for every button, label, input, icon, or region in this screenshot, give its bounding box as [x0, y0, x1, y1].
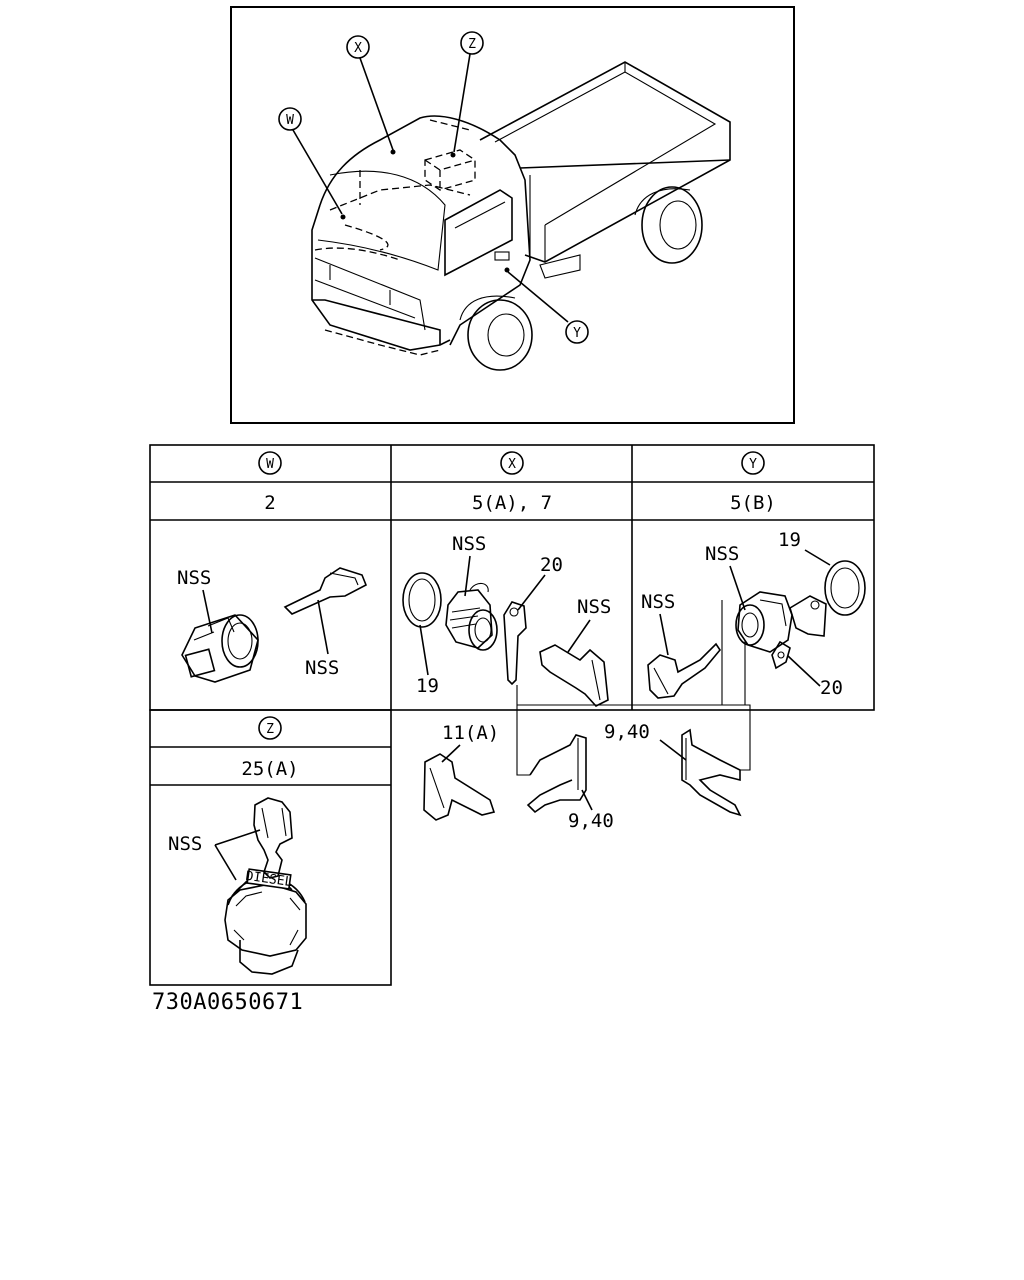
label-nss-x2: NSS: [577, 596, 611, 618]
key-11a: [423, 753, 496, 821]
label-nss-y1: NSS: [641, 591, 675, 613]
label-nss-w2: NSS: [305, 657, 339, 679]
fuel-cap-key: [253, 797, 293, 879]
clip-y: [771, 640, 791, 670]
label-20-y: 20: [820, 677, 843, 699]
door-key-x: [539, 644, 609, 707]
callout-w: W: [278, 107, 302, 131]
svg-text:W: W: [266, 457, 274, 472]
part-numbers-w: 2: [264, 492, 275, 514]
callout-z: Z: [460, 31, 484, 55]
lock-rod-right: [681, 728, 742, 817]
ignition-cylinder: [181, 614, 259, 683]
label-20-x: 20: [540, 554, 563, 576]
door-lock-cylinder-y: [735, 591, 793, 653]
part-numbers-y: 5(B): [730, 492, 776, 514]
fuel-cap: [224, 876, 307, 975]
header-ref-y: Y: [741, 451, 765, 475]
truck-overview-frame: [230, 6, 795, 424]
label-nss-x1: NSS: [452, 533, 486, 555]
svg-text:Y: Y: [749, 457, 757, 472]
ignition-key: [283, 567, 368, 615]
door-lock-cylinder-x: [445, 582, 498, 651]
svg-text:X: X: [508, 457, 516, 472]
parts-table: [149, 444, 875, 986]
header-ref-x: X: [500, 451, 524, 475]
label-nss-y2: NSS: [705, 543, 739, 565]
mounting-bracket-y: [789, 595, 827, 637]
svg-text:Z: Z: [468, 37, 476, 52]
truck-illustration: X Z W Y: [278, 31, 731, 371]
door-key-y: [647, 642, 721, 699]
label-11a: 11(A): [442, 722, 499, 744]
label-940-left: 9,40: [568, 810, 614, 832]
part-numbers-x: 5(A), 7: [472, 492, 552, 514]
lock-rod-x: [503, 601, 527, 686]
svg-text:Y: Y: [573, 326, 581, 341]
header-ref-z: Z: [258, 716, 282, 740]
label-19-y: 19: [778, 529, 801, 551]
lock-rod-left: [526, 734, 587, 814]
svg-text:X: X: [354, 41, 362, 56]
drawing-code: 730A0650671: [152, 990, 304, 1015]
seal-ring-y: [824, 560, 866, 616]
svg-text:W: W: [286, 113, 294, 128]
callout-x: Y: [565, 320, 589, 344]
label-940-right: 9,40: [604, 721, 650, 743]
svg-text:Z: Z: [266, 722, 274, 737]
label-nss-z: NSS: [168, 833, 202, 855]
callout-y: X: [346, 35, 370, 59]
seal-ring-x: [402, 572, 442, 628]
part-numbers-z: 25(A): [241, 758, 298, 780]
label-nss-w1: NSS: [177, 567, 211, 589]
svg-text:DIESEL: DIESEL: [245, 869, 294, 890]
header-ref-w: W: [258, 451, 282, 475]
diesel-badge: DIESEL: [245, 868, 294, 890]
label-19-x: 19: [416, 675, 439, 697]
